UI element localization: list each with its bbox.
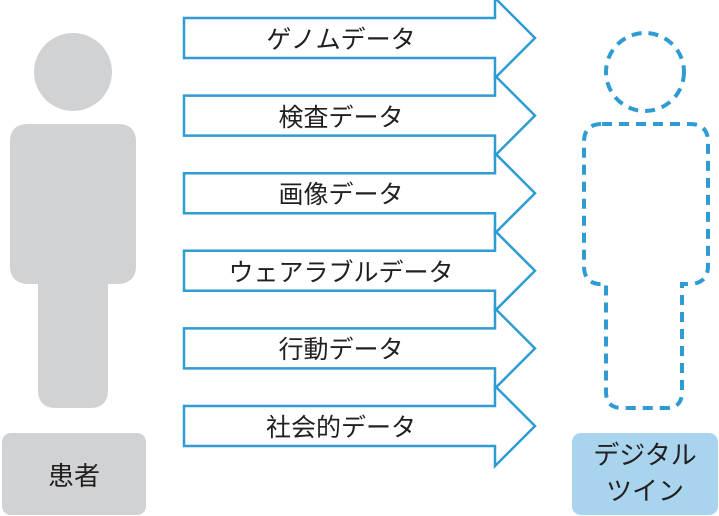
digital-twin-label-text: デジタル ツイン — [593, 441, 697, 507]
data-arrow-label: ウェアラブルデータ — [228, 257, 454, 287]
patient-figure — [10, 33, 136, 408]
data-arrow-label: 検査データ — [278, 102, 404, 132]
data-arrow-label: 社会的データ — [265, 413, 416, 442]
digital-twin-figure — [582, 31, 710, 410]
data-arrow — [182, 227, 537, 314]
data-arrow — [182, 72, 537, 159]
twin-body — [582, 122, 710, 410]
digital-twin-label: デジタル ツイン — [572, 433, 718, 515]
patient-head — [34, 33, 112, 111]
patient-label-text: 患者 — [47, 461, 100, 492]
data-arrow — [182, 0, 537, 82]
data-arrow-label: 画像データ — [278, 180, 404, 210]
data-arrow — [182, 150, 537, 237]
data-arrow — [182, 305, 537, 392]
patient-body — [10, 124, 136, 408]
patient-label: 患者 — [2, 433, 146, 515]
twin-head — [604, 31, 686, 113]
arrows-layer — [182, 0, 537, 470]
data-arrow — [182, 382, 537, 470]
data-arrow-label: ゲノムデータ — [266, 25, 416, 54]
data-arrow-label: 行動データ — [278, 335, 404, 365]
